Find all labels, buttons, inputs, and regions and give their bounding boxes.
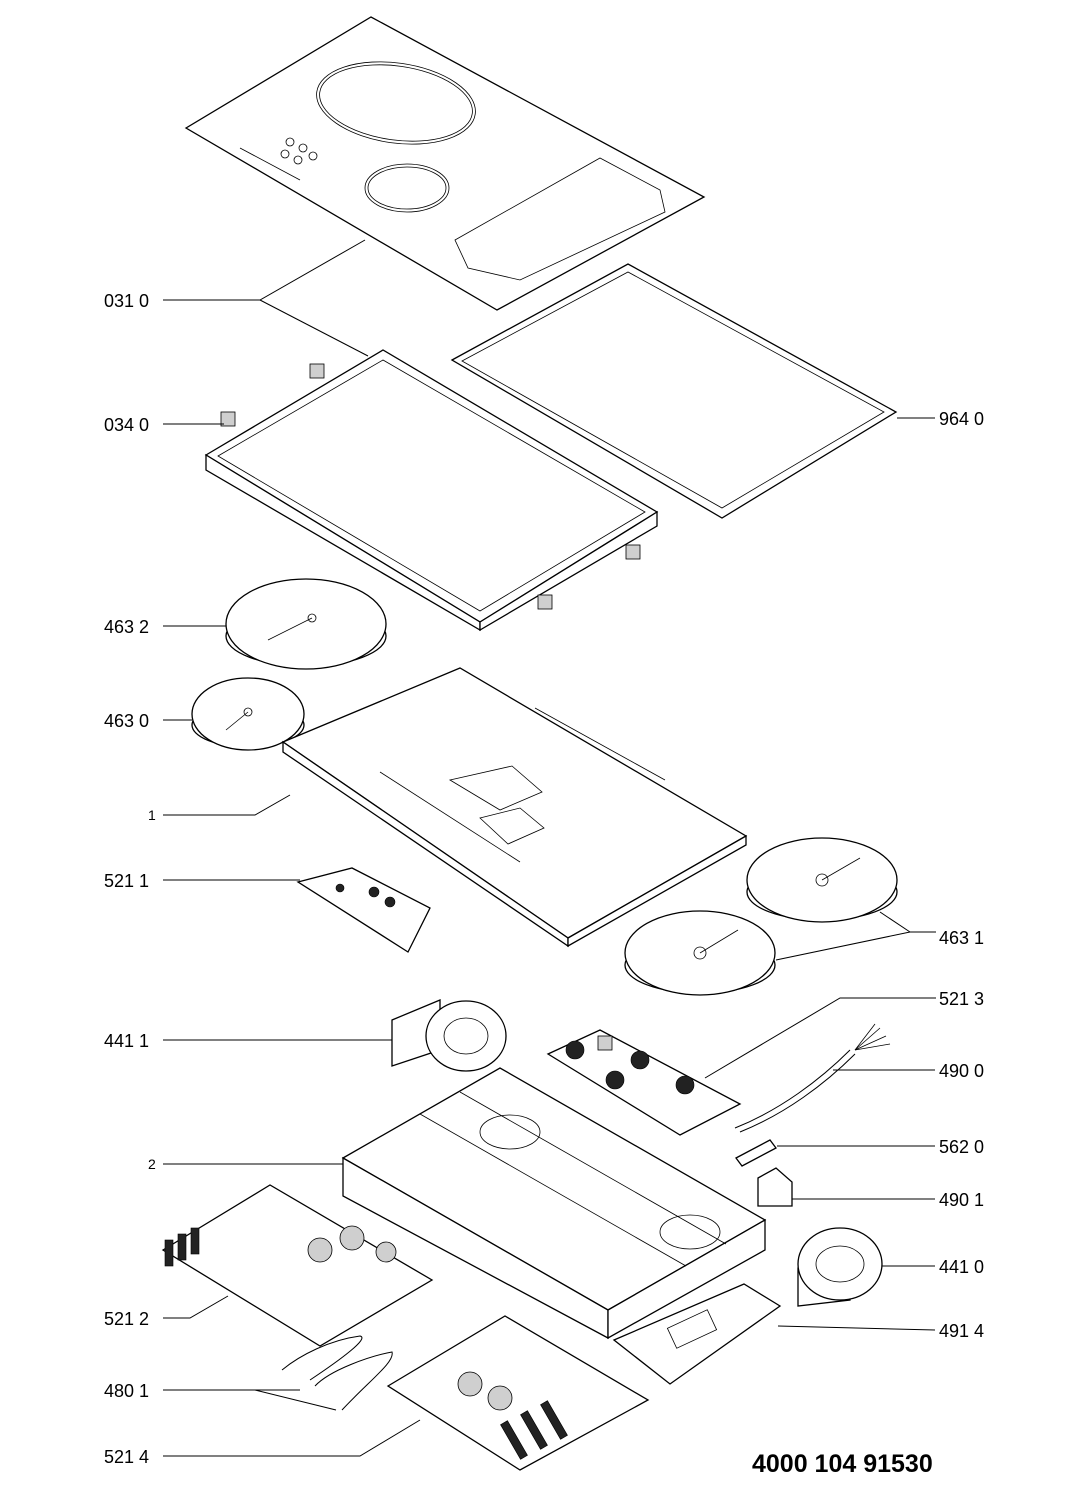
frame-part: [204, 349, 659, 632]
label-490-0: 490 0: [939, 1061, 984, 1081]
document-number: 4000 104 91530: [752, 1450, 933, 1478]
label-441-0: 441 0: [939, 1257, 984, 1277]
induction-coil-small-part: [191, 677, 305, 751]
air-guide-plate-part: [612, 1283, 782, 1385]
fuse-part: [735, 1139, 777, 1167]
label-2: 2: [148, 1156, 156, 1172]
label-480-1: 480 1: [104, 1381, 149, 1401]
label-521-3: 521 3: [939, 989, 984, 1009]
label-1: 1: [148, 807, 156, 823]
leader-lines: [163, 239, 936, 1457]
power-board-left-part: [161, 1184, 434, 1347]
cable-clamp-part: [757, 1167, 793, 1207]
control-board-part: [296, 867, 431, 953]
base-housing-part: [341, 1067, 767, 1340]
power-board-upper-part: [546, 1029, 742, 1136]
label-562-0: 562 0: [939, 1137, 984, 1157]
cooling-fan-lower-part: [797, 1227, 883, 1307]
label-463-1: 463 1: [939, 928, 984, 948]
induction-coil-pair-part: [624, 837, 898, 996]
label-463-0: 463 0: [104, 711, 149, 731]
label-521-2: 521 2: [104, 1309, 149, 1329]
gasket-part: [450, 263, 898, 519]
power-board-right-part: [386, 1315, 650, 1471]
part-labels: 031 0 034 0 964 0 463 2 463 0 1 521 1 46…: [104, 291, 984, 1478]
power-cable-part: [734, 1023, 891, 1133]
coil-carrier-plate-part: [281, 667, 748, 948]
label-521-1: 521 1: [104, 871, 149, 891]
label-491-4: 491 4: [939, 1321, 984, 1341]
label-441-1: 441 1: [104, 1031, 149, 1051]
wiring-harness-part: [281, 1335, 393, 1411]
label-463-2: 463 2: [104, 617, 149, 637]
label-034-0: 034 0: [104, 415, 149, 435]
label-031-0: 031 0: [104, 291, 149, 311]
glass-cooktop-part: [184, 16, 706, 311]
induction-coil-large-part: [225, 578, 387, 670]
label-490-1: 490 1: [939, 1190, 984, 1210]
label-964-0: 964 0: [939, 409, 984, 429]
label-521-4: 521 4: [104, 1447, 149, 1467]
cooling-fan-upper-part: [391, 999, 507, 1072]
